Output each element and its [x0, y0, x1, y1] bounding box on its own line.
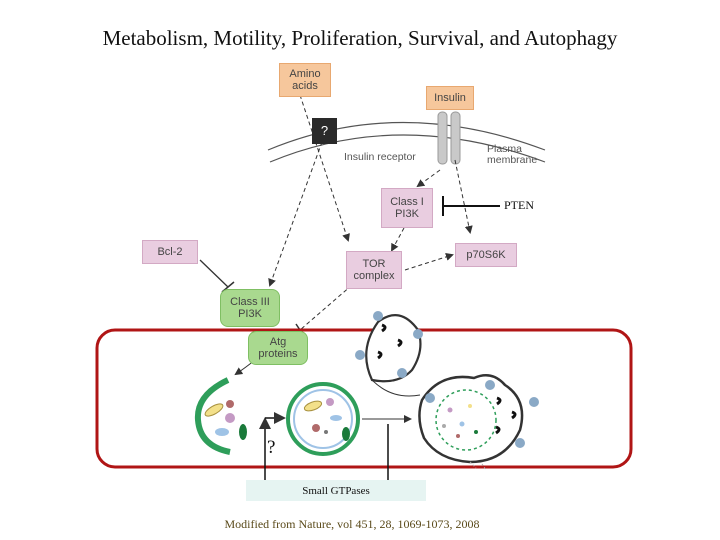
small-gtpases-label: Small GTPases — [246, 480, 426, 501]
p70s6k-node: p70S6K — [455, 243, 517, 267]
lysosome — [365, 314, 422, 383]
unknown-regulator-bottom: ? — [267, 437, 276, 458]
insulin-receptor-label: Insulin receptor — [344, 151, 416, 163]
unknown-regulator-top: ? — [312, 118, 337, 144]
edge-tor-p70 — [404, 253, 454, 271]
edge-insulin-class1 — [416, 169, 441, 188]
diagram-title: Metabolism, Motility, Proliferation, Sur… — [102, 26, 618, 50]
insulin-node: Insulin — [426, 86, 474, 110]
autophagy-frame — [95, 328, 633, 469]
class1-pi3k-node: Class I PI3K — [381, 188, 433, 228]
edge-bcl2-class3 — [199, 259, 229, 288]
edge-aminoacids-tor — [299, 94, 350, 242]
atg-proteins-node: Atg proteins — [248, 331, 308, 365]
pten-label: PTEN — [504, 198, 534, 212]
plasma-membrane-inner — [269, 134, 546, 163]
source-credit: Modified from Nature, vol 451, 28, 1069-… — [224, 517, 480, 531]
edge-tor-atg — [299, 284, 353, 331]
bcl2-node: Bcl-2 — [142, 240, 198, 264]
edge-class1-tor — [391, 227, 405, 252]
autophagosome — [286, 382, 360, 456]
edge-insulin-p70 — [454, 159, 473, 234]
amino-acids-node: Amino acids — [279, 63, 331, 97]
plasma-membrane-outer — [267, 121, 546, 151]
tor-complex-node: TOR complex — [346, 251, 402, 289]
class3-pi3k-node: Class III PI3K — [220, 289, 280, 327]
insulin-receptor-left — [437, 111, 448, 165]
phagophore — [194, 377, 231, 455]
plasma-membrane-label: Plasma membrane — [487, 143, 538, 166]
edge-question-class3 — [268, 141, 323, 287]
autolysosome — [418, 373, 524, 464]
insulin-receptor-right — [450, 111, 461, 165]
